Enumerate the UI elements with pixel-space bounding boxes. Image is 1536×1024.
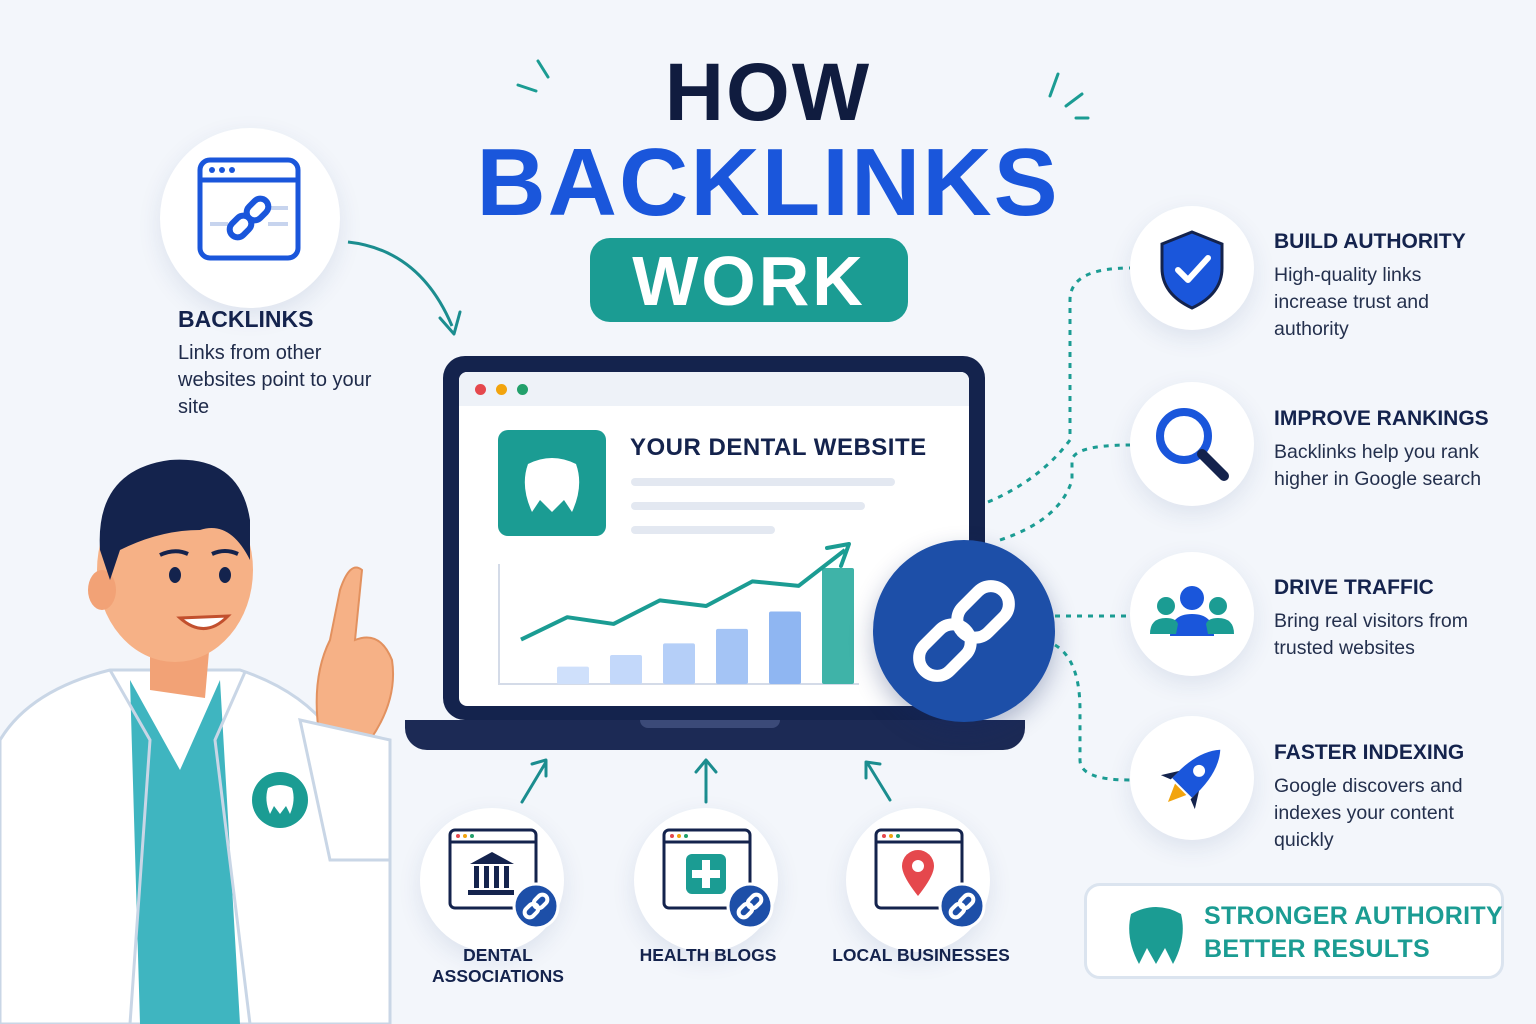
sparkle-right-icon (1048, 72, 1090, 120)
chart-bar (716, 628, 748, 684)
rocket-icon (1160, 749, 1221, 810)
link-badge (873, 540, 1055, 722)
curved-arrow-icon (347, 240, 462, 336)
website-title: YOUR DENTAL WEBSITE (630, 434, 927, 461)
benefit-desc-rankings: Backlinks help you rank higher in Google… (1274, 441, 1482, 490)
growth-chart (498, 542, 859, 685)
chart-bar (822, 568, 854, 684)
source-circle-health (634, 808, 778, 952)
title-backlinks: BACKLINKS (476, 129, 1060, 236)
chart-bar (663, 643, 695, 684)
backlinks-description: Links from other websites point to your … (178, 342, 372, 418)
chart-bar (557, 666, 589, 684)
source-label-health: HEALTH BLOGS (639, 945, 777, 965)
source-circle-local (846, 808, 990, 952)
bank-icon (448, 828, 560, 930)
title-how: HOW (664, 47, 872, 138)
benefit-circle-authority (1130, 206, 1254, 330)
shield-check-icon (1160, 230, 1224, 310)
benefit-title-traffic: DRIVE TRAFFIC (1274, 576, 1434, 599)
backlink-browser-circle (160, 128, 340, 308)
benefit-desc-authority: High-quality links increase trust and au… (1274, 264, 1430, 340)
benefit-desc-indexing: Google discovers and indexes your conten… (1274, 775, 1463, 851)
cta-line-2: BETTER RESULTS (1204, 935, 1430, 963)
backlinks-heading: BACKLINKS (178, 306, 314, 332)
source-circle-associations (420, 808, 564, 952)
title-work-pill: WORK (590, 238, 908, 322)
users-icon (1150, 586, 1234, 636)
window-minimize-dot (496, 384, 507, 395)
laptop-notch (640, 720, 780, 728)
benefit-title-indexing: FASTER INDEXING (1274, 741, 1465, 764)
benefit-circle-indexing (1130, 716, 1254, 840)
benefit-desc-traffic: Bring real visitors from trusted website… (1274, 610, 1468, 659)
tooth-logo (498, 430, 606, 536)
chart-arrow-head (825, 542, 851, 568)
window-close-dot (475, 384, 486, 395)
text-line (631, 526, 775, 534)
benefit-circle-rankings (1130, 382, 1254, 506)
dotted-connectors (987, 266, 1131, 782)
source-label-local: LOCAL BUSINESSES (832, 945, 1010, 965)
browser-link-icon (197, 157, 301, 261)
browser-toolbar (459, 372, 969, 406)
benefit-circle-traffic (1130, 552, 1254, 676)
benefit-title-rankings: IMPROVE RANKINGS (1274, 407, 1489, 430)
sparkle-left-icon (516, 59, 550, 93)
doctor-illustration (0, 459, 395, 1024)
chart-bar (769, 611, 801, 684)
text-line (631, 502, 865, 510)
medical-cross-icon (662, 828, 774, 930)
source-arrows (520, 758, 892, 804)
chart-bar (610, 655, 642, 684)
benefit-title-authority: BUILD AUTHORITY (1274, 230, 1466, 253)
window-maximize-dot (517, 384, 528, 395)
cta-box (1084, 883, 1504, 979)
tooth-icon (524, 458, 580, 512)
cta-line-1: STRONGER AUTHORITY (1204, 902, 1503, 930)
map-pin-icon (874, 828, 986, 930)
tooth-icon (1129, 907, 1183, 964)
magnifier-icon (1156, 408, 1229, 481)
chain-link-icon (913, 580, 1015, 682)
text-line (631, 478, 895, 486)
chart-trend-line (520, 548, 847, 642)
source-label-associations: DENTAL ASSOCIATIONS (432, 945, 564, 986)
